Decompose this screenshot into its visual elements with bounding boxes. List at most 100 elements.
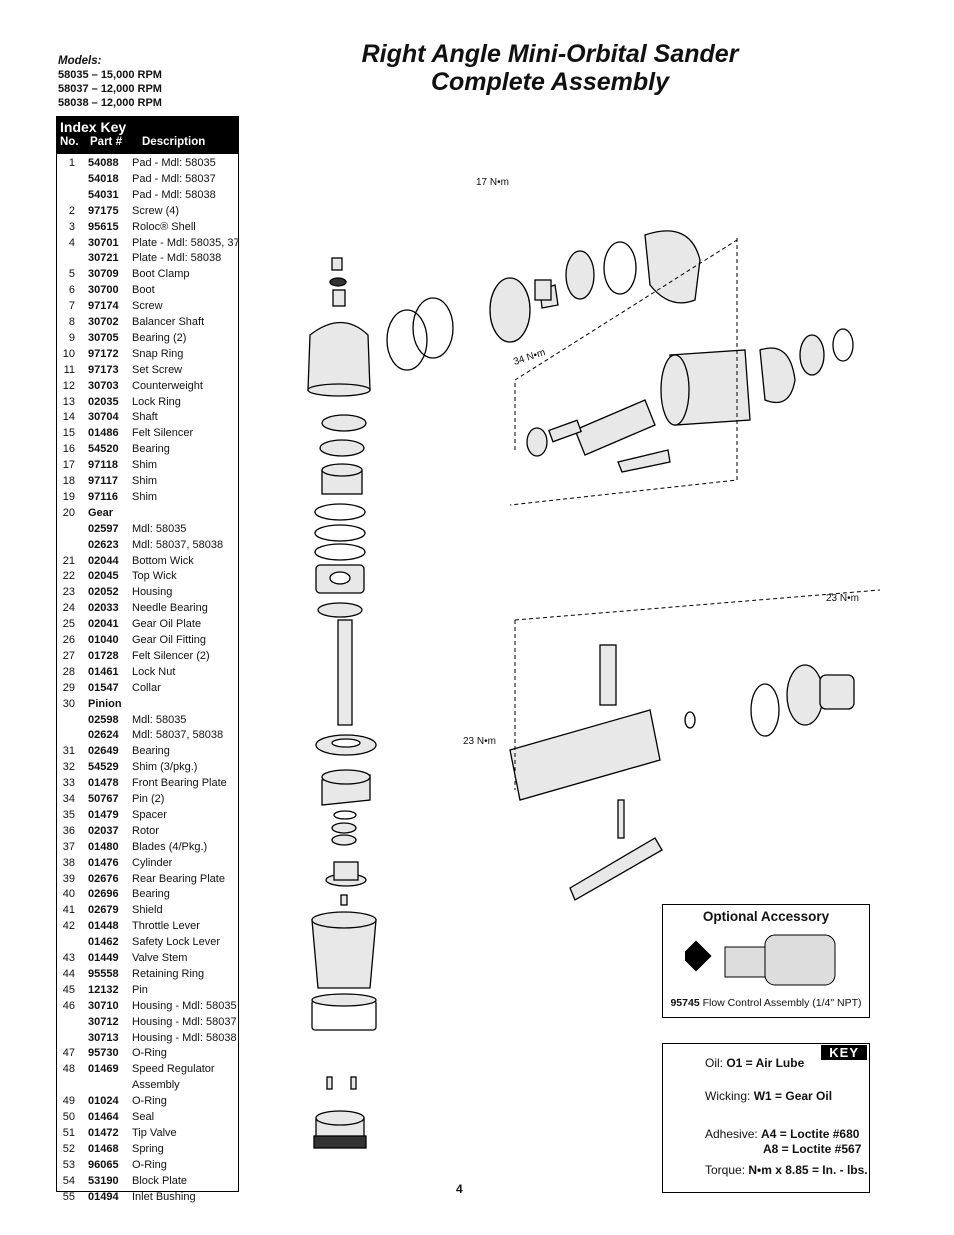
cell-part: 01461	[88, 665, 119, 678]
cell-desc: Pad - Mdl: 58037	[132, 172, 216, 185]
cell-part: 02696	[88, 888, 119, 901]
cell-no: 35	[62, 808, 75, 821]
cell-desc: Housing - Mdl: 58035	[132, 999, 237, 1012]
cell-no: 46	[62, 999, 75, 1012]
cell-no: 47	[62, 1047, 75, 1060]
cell-no: 15	[62, 427, 75, 440]
cell-no: 27	[62, 649, 75, 662]
optional-accessory-caption: 95745 Flow Control Assembly (1/4" NPT)	[663, 997, 869, 1009]
cell-no: 6	[68, 284, 75, 297]
cell-part: 02597	[88, 522, 119, 535]
cell-desc: Block Plate	[132, 1174, 188, 1187]
cell-desc: Valve Stem	[132, 952, 188, 964]
cell-part: 01468	[88, 1142, 119, 1155]
model-line: 58035 – 15,000 RPM	[58, 69, 162, 81]
cell-desc: Bearing (2)	[132, 331, 187, 344]
cell-desc: Pin (2)	[132, 793, 165, 805]
cell-part: 30710	[88, 999, 119, 1012]
col-part: Part #	[90, 136, 122, 148]
cell-desc: Rear Bearing Plate	[132, 872, 225, 885]
optional-accessory-title: Optional Accessory	[702, 909, 830, 924]
cell-part: 97118	[88, 459, 118, 472]
cell-part: 01476	[88, 856, 119, 869]
cell-part: 01478	[88, 777, 119, 790]
cell-no: 48	[62, 1063, 75, 1076]
flow-control-image	[685, 934, 836, 986]
cell-no: 9	[68, 331, 75, 344]
cell-part: 97175	[88, 204, 119, 217]
cell-desc: Seal	[132, 1111, 155, 1123]
cell-desc: Plate - Mdl: 58038	[132, 252, 222, 265]
cell-no: 28	[62, 665, 75, 678]
exploded-assembly-diagram	[307, 230, 880, 1149]
cell-desc: Bearing	[132, 745, 170, 758]
model-line: 58038 – 12,000 RPM	[58, 97, 162, 109]
key-label: Torque:	[705, 1163, 746, 1177]
cell-part: 01469	[88, 1063, 119, 1076]
cell-desc: Roloc® Shell	[132, 220, 196, 233]
cell-part: 30704	[88, 411, 119, 424]
cell-desc: O-Ring	[132, 1095, 167, 1108]
cell-part: 54520	[88, 443, 119, 456]
key-value: W1 = Gear Oil	[753, 1089, 833, 1103]
key-label: Oil:	[705, 1056, 723, 1070]
cell-desc: Mdl: 58037, 58038	[132, 729, 224, 742]
cell-desc: Cylinder	[132, 856, 173, 869]
cell-desc: Bearing	[132, 888, 170, 901]
cell-desc: Assembly	[132, 1079, 180, 1092]
cell-desc: Mdl: 58035	[132, 713, 187, 726]
cell-no: 24	[62, 602, 75, 615]
cell-desc: Housing	[132, 586, 173, 599]
cell-no: 50	[62, 1111, 75, 1123]
cell-no: 42	[62, 920, 75, 933]
cell-part: 97174	[88, 300, 119, 313]
cell-desc: Retaining Ring	[132, 967, 205, 980]
cell-desc: Boot	[132, 284, 155, 297]
cell-no: 38	[62, 856, 75, 869]
cell-part: 54529	[88, 761, 119, 774]
cell-part: 02045	[88, 570, 119, 583]
key-label: Wicking:	[705, 1089, 751, 1103]
torque-label: 23 N•m	[463, 736, 496, 747]
cell-part: 01449	[88, 952, 119, 964]
key-value: N•m x 8.85 = In. - lbs.	[748, 1163, 868, 1177]
cell-no: 53	[62, 1158, 75, 1171]
cell-part: 02033	[88, 602, 119, 615]
cell-no: 32	[62, 761, 75, 774]
cell-no: 37	[62, 840, 75, 853]
cell-part: 01472	[88, 1126, 119, 1139]
cell-no: 31	[62, 745, 75, 758]
cell-desc: Lock Nut	[132, 665, 176, 678]
cell-part: 02035	[88, 395, 119, 408]
cell-part: 02623	[88, 538, 119, 551]
cell-desc: Screw	[132, 300, 163, 313]
cell-no: 2	[68, 204, 75, 217]
cell-desc: O-Ring	[132, 1047, 167, 1060]
cell-desc: Bearing	[132, 443, 170, 456]
cell-no: 10	[62, 347, 75, 360]
cell-no: 14	[62, 411, 75, 424]
cell-part: 95558	[88, 967, 119, 980]
cell-no: 17	[62, 459, 75, 472]
cell-desc: Collar	[132, 681, 161, 694]
cell-desc: Screw (4)	[132, 204, 180, 217]
cell-part: 01480	[88, 840, 119, 853]
cell-part: 95730	[88, 1047, 119, 1060]
cell-desc: Counterweight	[132, 379, 203, 392]
cell-part: Pinion	[88, 697, 122, 710]
cell-no: 18	[62, 475, 75, 487]
cell-desc: Front Bearing Plate	[132, 777, 227, 790]
cell-part: 02044	[88, 554, 119, 567]
cell-no: 33	[62, 777, 75, 790]
cell-part: 50767	[88, 793, 119, 805]
key-value: A8 = Loctite #567	[763, 1142, 862, 1156]
cell-no: 54	[62, 1174, 75, 1187]
cell-part: 02624	[88, 729, 119, 742]
cell-desc: Blades (4/Pkg.)	[132, 840, 208, 853]
cell-desc: Spacer	[132, 808, 167, 821]
cell-desc: Housing - Mdl: 58037	[132, 1015, 237, 1028]
page-title: Right Angle Mini-Orbital Sander Complete…	[300, 40, 800, 96]
cell-part: Gear	[88, 506, 114, 519]
cell-desc: Balancer Shaft	[132, 316, 205, 328]
cell-no: 36	[62, 824, 75, 837]
